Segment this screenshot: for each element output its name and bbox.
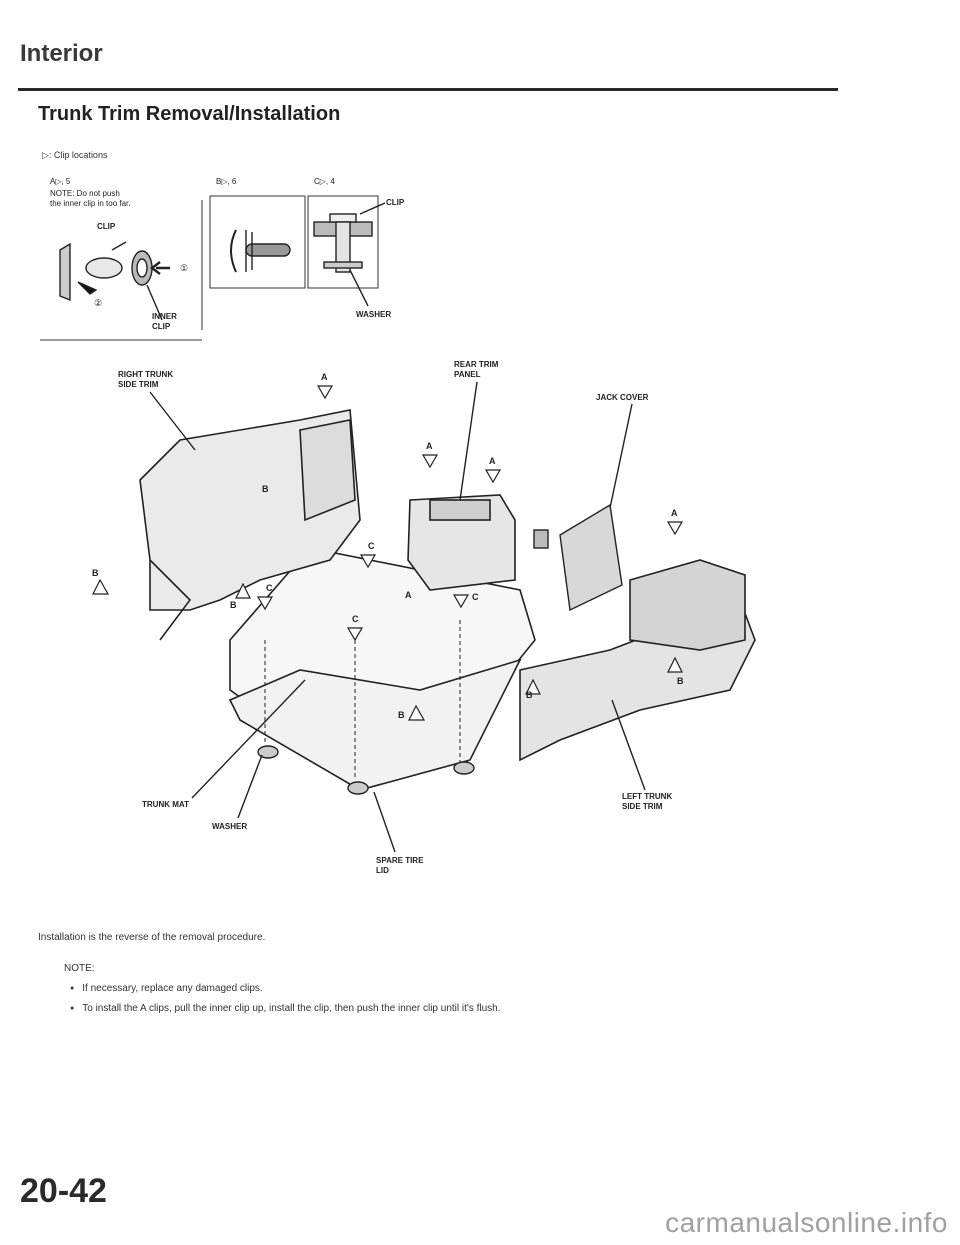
note-item: To install the A clips, pull the inner c… [70, 1003, 500, 1014]
marker-b-label: B [92, 568, 99, 578]
marker-c-label: C [368, 541, 375, 551]
step-1-marker: ① [180, 263, 189, 273]
detail-box-a [40, 200, 203, 341]
washer-drawing [257, 745, 475, 795]
detail-a-heading: A▷, 5 [50, 177, 71, 186]
detail-c-clip-label: CLIP [386, 198, 405, 207]
right-trunk-side-trim-label: RIGHT TRUNK SIDE TRIM [118, 370, 174, 389]
marker-triangles [92, 385, 684, 721]
jack-cover-label: JACK COVER [596, 393, 649, 402]
marker-a-label: A [671, 508, 678, 518]
rear-trim-panel-drawing [407, 494, 516, 591]
detail-b-heading: B▷, 6 [216, 177, 237, 186]
marker-b-label: B [262, 484, 269, 494]
left-trunk-side-trim-drawing [519, 559, 756, 762]
marker-a-label: A [405, 590, 412, 600]
marker-a-label: A [426, 441, 433, 451]
left-trunk-side-trim-label: LEFT TRUNK SIDE TRIM [622, 792, 673, 811]
installation-text: Installation is the reverse of the remov… [38, 932, 266, 943]
detail-c-heading: C▷, 4 [314, 177, 335, 186]
section-title: Interior [20, 40, 103, 67]
marker-c-label: C [352, 614, 359, 624]
clip-b-drawing [230, 229, 291, 273]
washer-label: WASHER [212, 822, 248, 831]
trunk-mat-label: TRUNK MAT [142, 800, 189, 809]
marker-a-label: A [321, 372, 328, 382]
step-2-marker: ② [94, 298, 103, 308]
right-trunk-side-trim-drawing [139, 409, 361, 641]
marker-a-label: A [489, 456, 496, 466]
detail-a-inner-clip-label: INNER CLIP [152, 312, 177, 331]
jack-cover-drawing [533, 503, 623, 612]
detail-a-note: NOTE: Do not push the inner clip in too … [50, 189, 131, 208]
detail-box-b [209, 195, 306, 289]
detail-c-washer-label: WASHER [356, 310, 392, 319]
note-label: NOTE: [64, 963, 95, 974]
page-number: 20-42 [20, 1172, 107, 1210]
clip-c-drawing [313, 202, 386, 307]
leader-lines [149, 381, 646, 853]
clip-locations-legend: ▷: Clip locations [42, 150, 108, 160]
note-item: If necessary, replace any damaged clips. [70, 983, 262, 994]
watermark: carmanualsonline.info [665, 1207, 948, 1238]
page-title: Trunk Trim Removal/Installation [38, 103, 341, 125]
clip-a-drawing [59, 241, 170, 321]
detail-box-c [307, 195, 379, 289]
marker-b-label: B [398, 710, 405, 720]
spare-tire-lid-label: SPARE TIRE LID [376, 856, 424, 875]
marker-b-label: B [230, 600, 237, 610]
marker-b-label: B [526, 690, 533, 700]
rear-trim-panel-label: REAR TRIM PANEL [454, 360, 499, 379]
marker-b-label: B [677, 676, 684, 686]
marker-c-label: C [472, 592, 479, 602]
marker-c-label: C [266, 583, 273, 593]
detail-a-clip-label: CLIP [97, 222, 116, 231]
header-rule [18, 88, 838, 91]
